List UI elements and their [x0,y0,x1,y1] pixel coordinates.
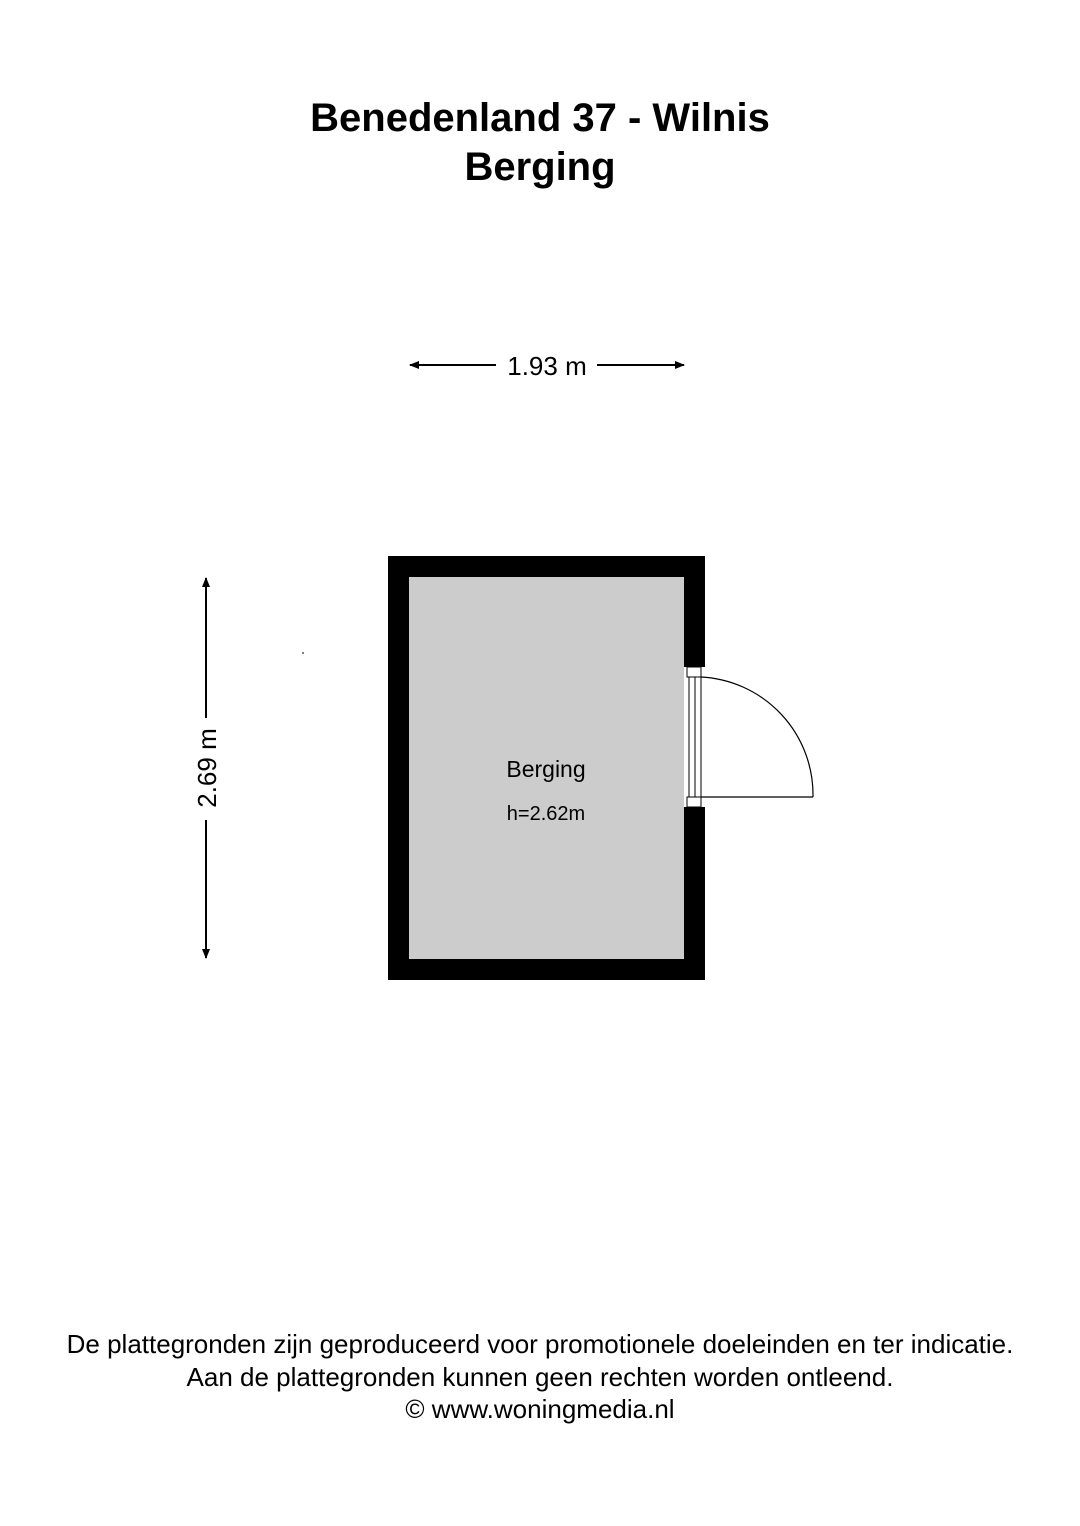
room-floor [409,577,684,959]
room-berging: Berging h=2.62m [388,556,814,980]
door [686,666,814,808]
disclaimer-line-1: De plattegronden zijn geproduceerd voor … [66,1329,1014,1359]
height-dimension: 2.69 m [192,577,222,959]
height-label: 2.69 m [192,728,222,808]
width-dimension: 1.93 m [409,351,685,381]
stray-dot [302,652,304,654]
room-height: h=2.62m [507,803,585,825]
room-name: Berging [506,756,585,782]
disclaimer-line-2: Aan de plattegronden kunnen geen rechten… [186,1362,894,1392]
copyright-link[interactable]: © www.woningmedia.nl [405,1394,675,1424]
door-swing-arc [700,676,814,798]
page-title: Benedenland 37 - Wilnis [310,96,770,140]
width-label: 1.93 m [507,351,587,381]
page-subtitle: Berging [464,145,616,189]
